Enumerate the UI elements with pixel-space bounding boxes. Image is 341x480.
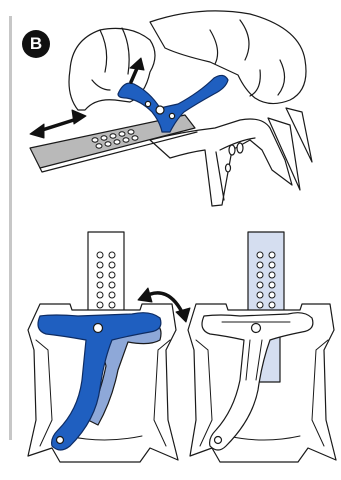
hand-right bbox=[150, 11, 306, 104]
top-panel bbox=[30, 11, 312, 206]
lever-hole bbox=[145, 101, 150, 106]
blue-lever bbox=[118, 75, 228, 132]
bottom-left-panel bbox=[28, 232, 190, 462]
lever-pivot bbox=[156, 106, 164, 114]
push-arrow bbox=[30, 110, 86, 138]
lever-end-hole bbox=[57, 437, 64, 444]
lever-pivot bbox=[94, 324, 103, 333]
bottom-right-panel bbox=[188, 232, 336, 462]
lever-hole bbox=[169, 113, 174, 118]
lever-pivot bbox=[252, 324, 261, 333]
lever-end-hole bbox=[215, 437, 222, 444]
